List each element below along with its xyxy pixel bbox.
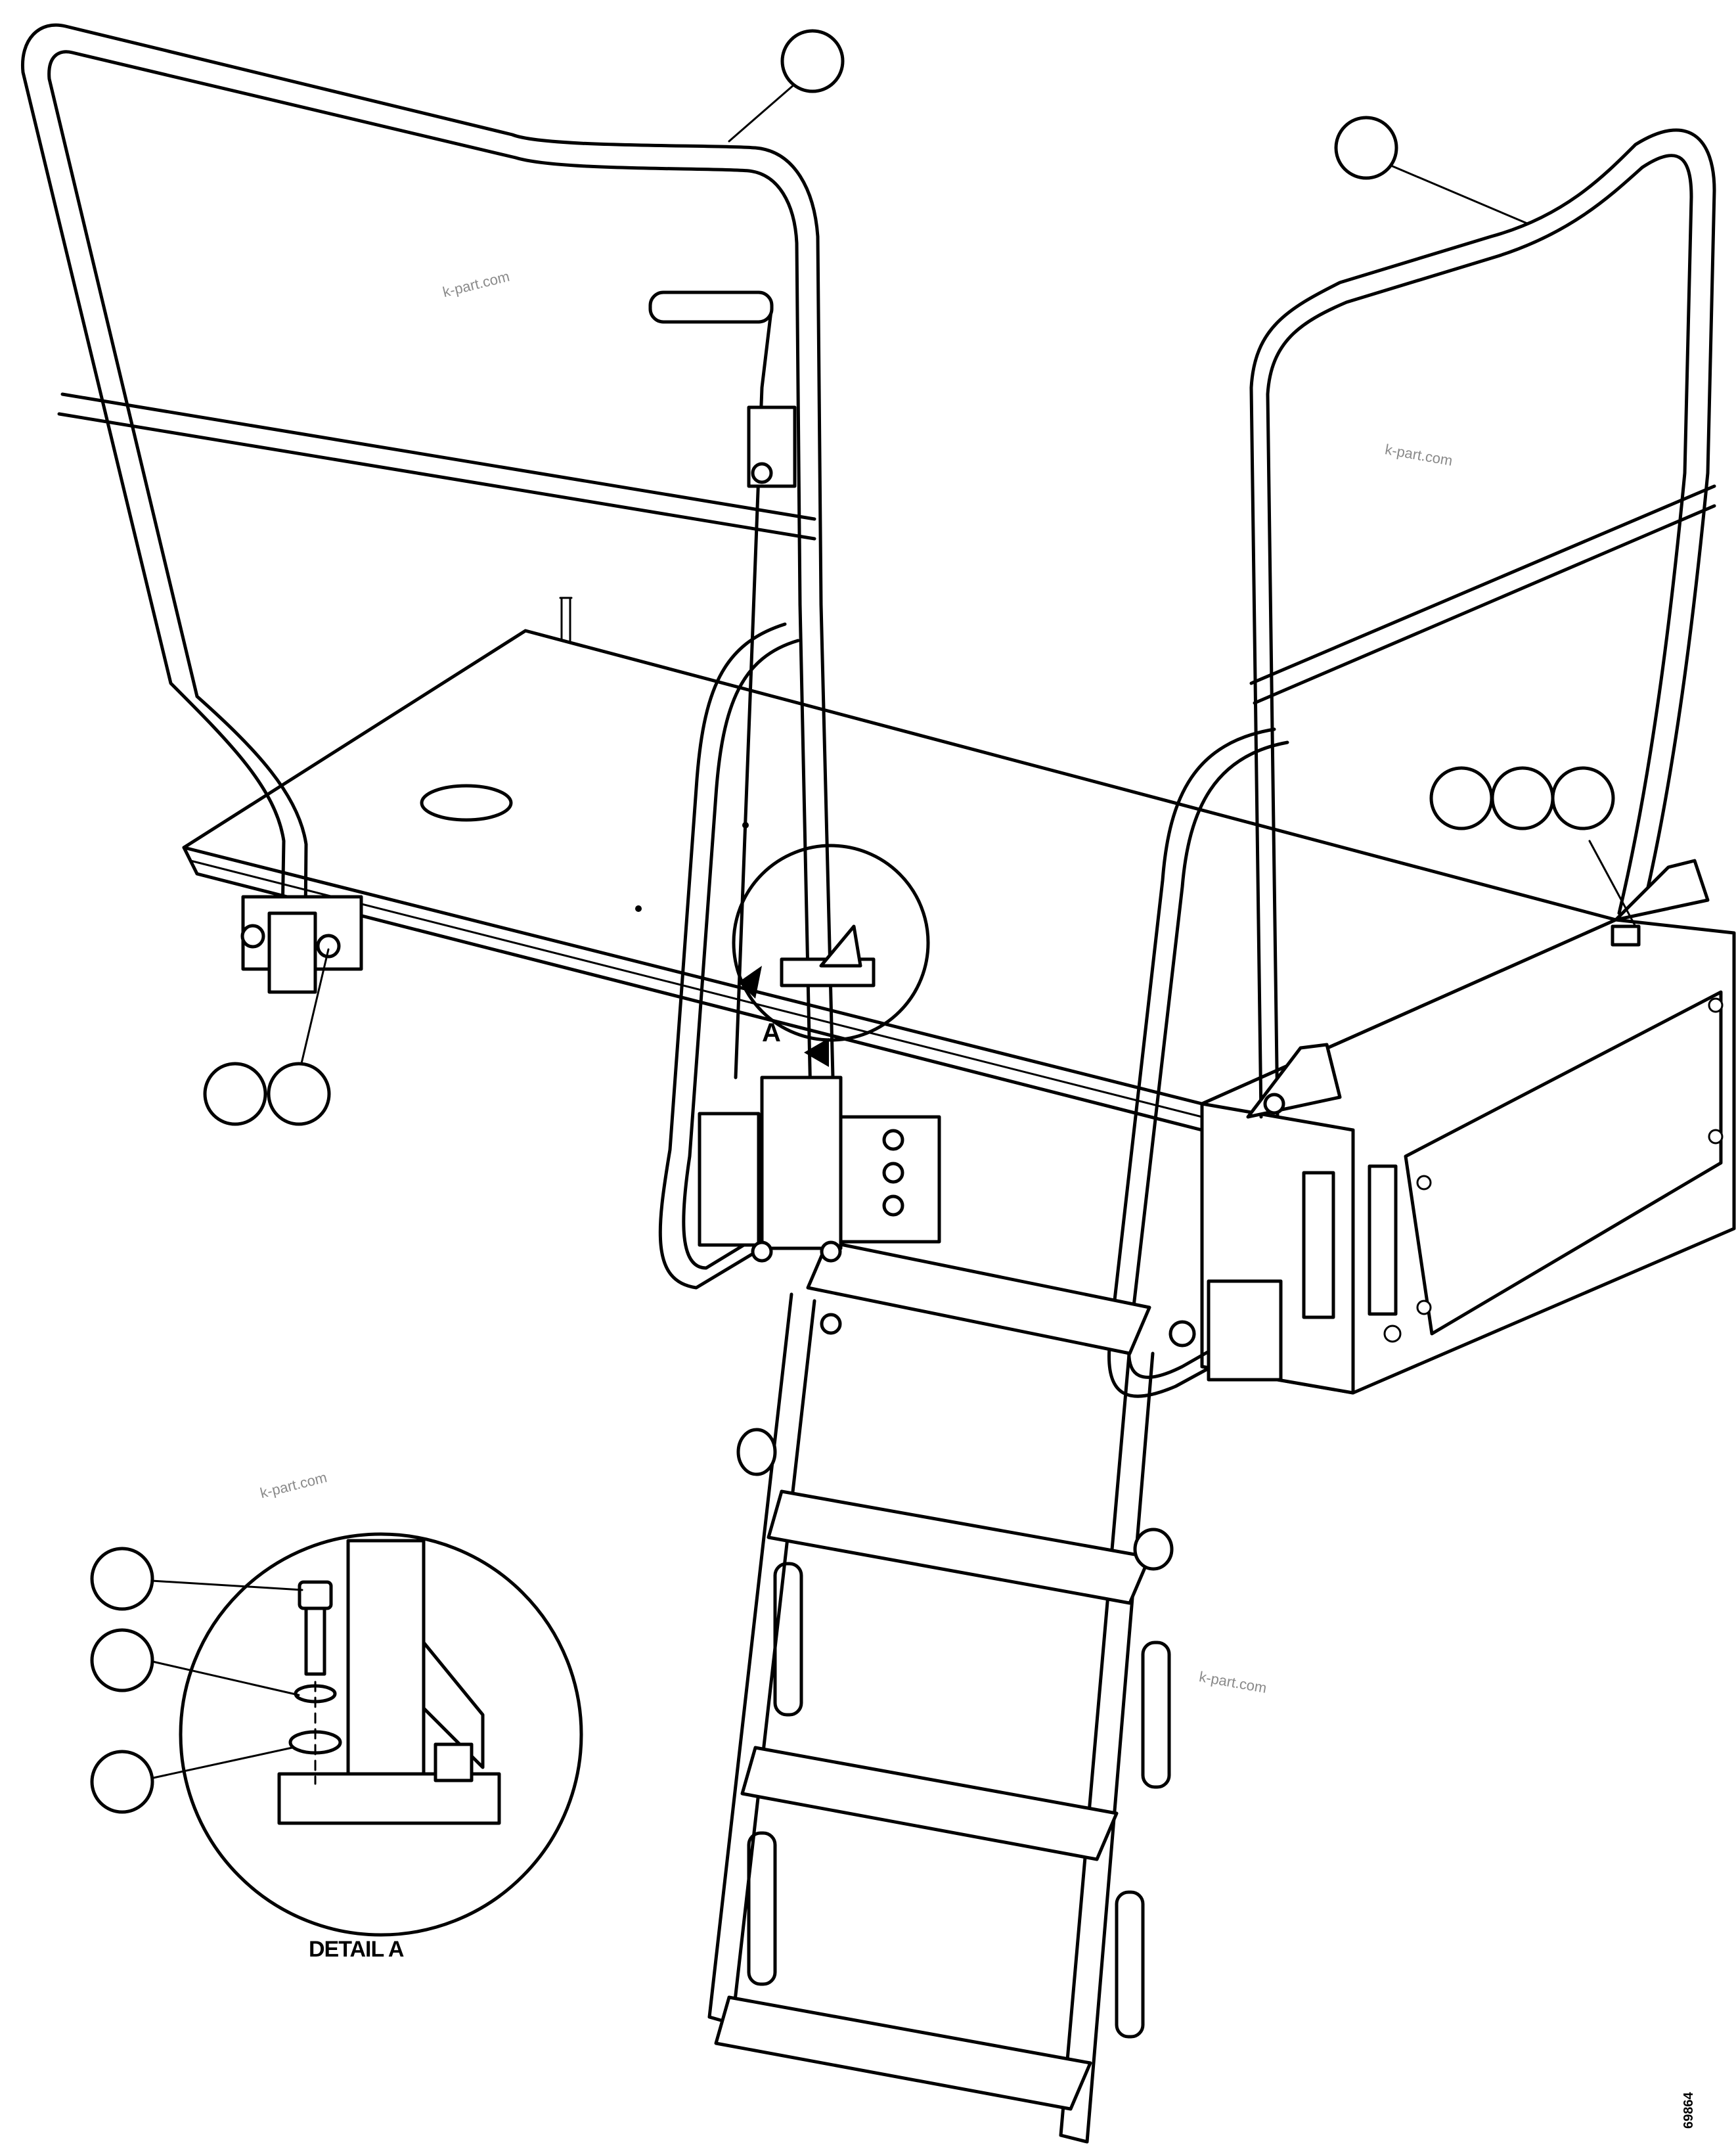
callout-handrail-right bbox=[1334, 116, 1398, 180]
ladder bbox=[707, 1240, 1174, 2144]
callout-handrail-left bbox=[780, 29, 845, 93]
detail-a-title: DETAIL A bbox=[309, 1937, 404, 1962]
detail-a bbox=[179, 1532, 583, 1937]
storage-box bbox=[1200, 918, 1736, 1395]
leader-lines bbox=[140, 83, 1637, 1782]
hinge-latch-assembly bbox=[648, 290, 941, 1335]
callout-detail-washer bbox=[90, 1750, 154, 1814]
callout-detail-bolt bbox=[90, 1547, 154, 1611]
callout-hardware-right-2 bbox=[1490, 766, 1555, 830]
callouts bbox=[90, 29, 1615, 1814]
left-handrail bbox=[20, 23, 836, 1132]
figure-id: 69864 bbox=[1681, 2092, 1696, 2129]
callout-hardware-right-1 bbox=[1429, 766, 1494, 830]
detail-a-indicator bbox=[732, 844, 930, 1067]
callout-hardware-right-3 bbox=[1551, 766, 1615, 830]
callout-hardware-left-2 bbox=[267, 1062, 331, 1126]
view-a-label: A bbox=[762, 1018, 781, 1047]
callout-detail-lockwasher bbox=[90, 1628, 154, 1692]
callout-hardware-left-1 bbox=[203, 1062, 267, 1126]
right-handrail bbox=[1246, 128, 1716, 1119]
